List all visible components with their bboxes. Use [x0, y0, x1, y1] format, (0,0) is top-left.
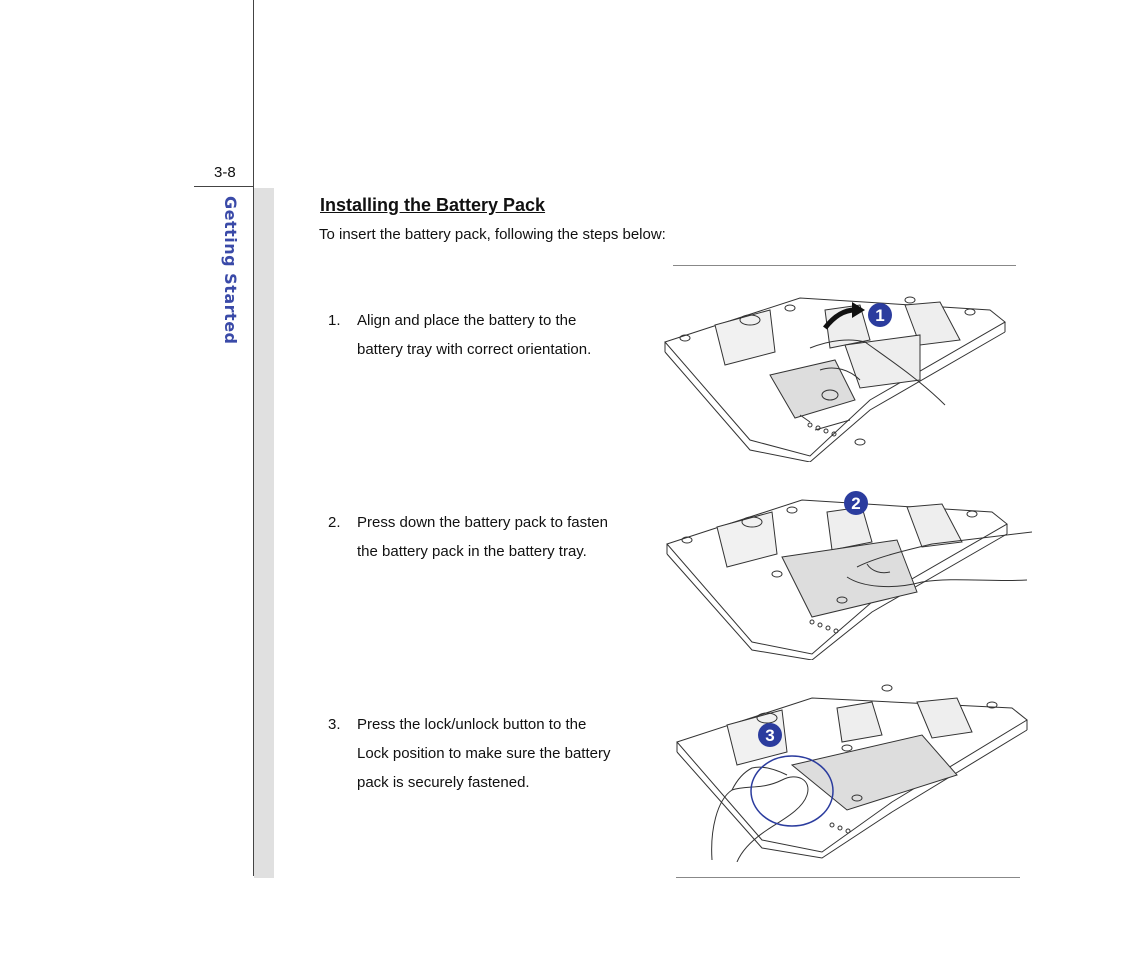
page-number: 3-8 [214, 164, 236, 181]
step-line: Align and place the battery to the [357, 312, 577, 329]
step-badge [758, 723, 782, 747]
laptop-battery-illustration-1: 1 [664, 296, 1006, 462]
step-line: Press the lock/unlock button to the [357, 716, 587, 733]
section-title: Getting Started [221, 196, 240, 345]
step-line: pack is securely fastened. [357, 774, 530, 791]
step-line: Lock position to make sure the battery [357, 745, 611, 762]
step-number: 3. [328, 716, 341, 733]
bottom-divider [676, 877, 1020, 878]
step-line: battery tray with correct orientation. [357, 341, 592, 358]
page-margin-line [253, 0, 254, 876]
step-badge-label: 1 [875, 306, 884, 325]
step-line: Press down the battery pack to fasten [357, 514, 608, 531]
step-badge-label: 2 [851, 494, 860, 513]
laptop-battery-illustration-2: 2 [666, 491, 1032, 660]
lock-button-highlight [750, 755, 834, 827]
step-badge [844, 491, 868, 515]
step-text: Press the lock/unlock button to the Lock… [357, 710, 647, 797]
page-number-rule [194, 186, 254, 187]
step-line: the battery pack in the battery tray. [357, 543, 587, 560]
step-text: Align and place the battery to the batte… [357, 306, 647, 364]
intro-text: To insert the battery pack, following th… [319, 226, 666, 243]
top-divider [673, 265, 1016, 266]
page-title: Installing the Battery Pack [320, 195, 546, 215]
sidebar-band [254, 188, 274, 878]
step-text: Press down the battery pack to fasten th… [357, 508, 647, 566]
step-number: 1. [328, 312, 341, 329]
step-badge-label: 3 [765, 726, 774, 745]
step-number: 2. [328, 514, 341, 531]
laptop-battery-illustration-3: 3 [676, 684, 1028, 862]
step-badge [868, 303, 892, 327]
